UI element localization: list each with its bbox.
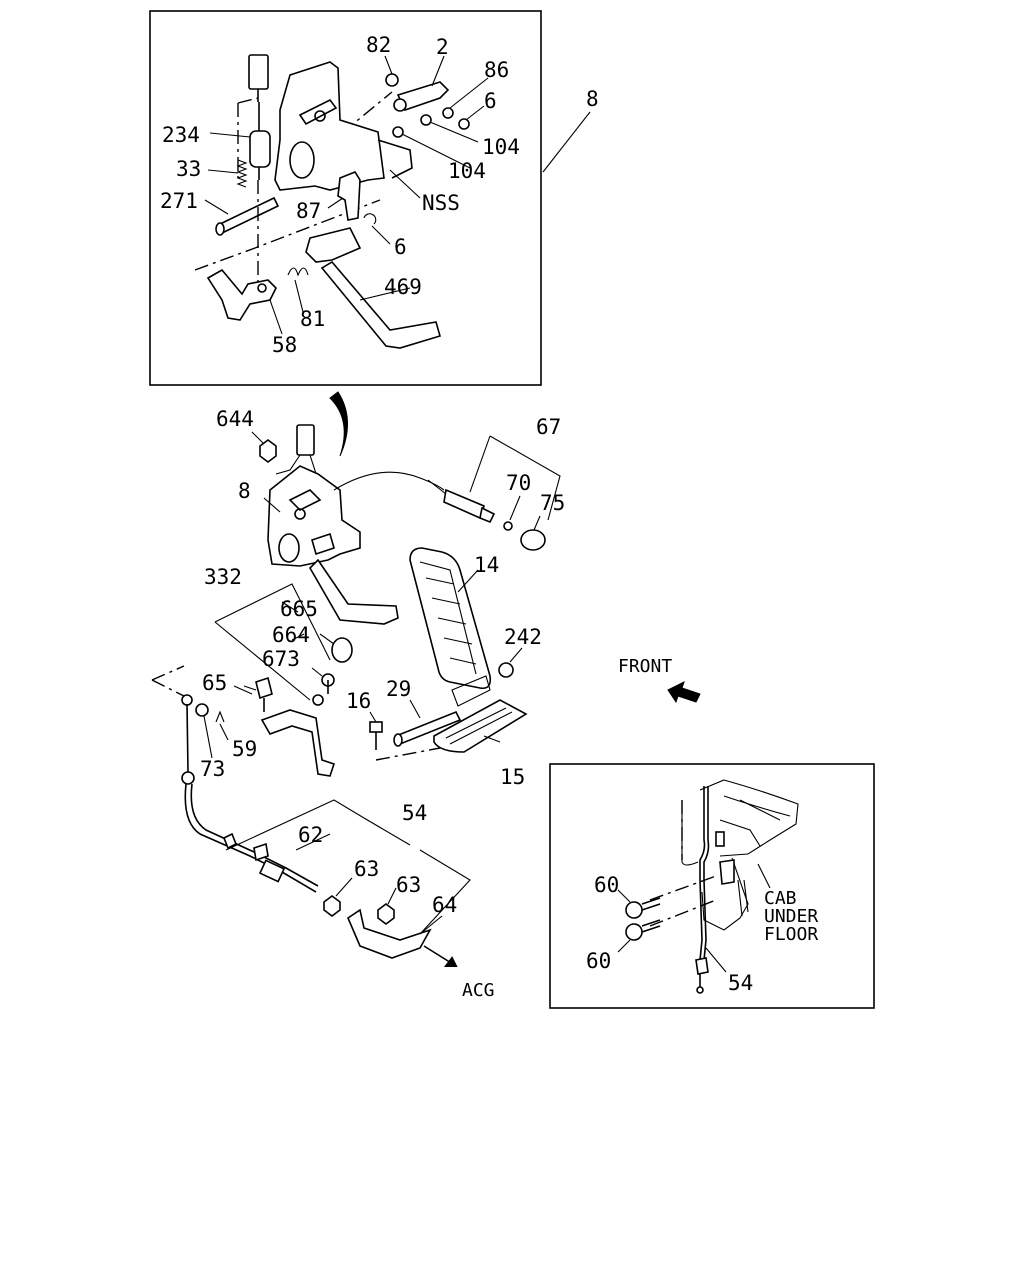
cable-62: [181, 694, 319, 893]
label-59: 59: [232, 737, 257, 761]
leader-lines-main: [233, 685, 377, 723]
cable-actuator-67: [427, 479, 546, 551]
cab-under-floor-inset: [549, 763, 875, 1009]
label-6-b: 6: [394, 235, 407, 259]
part-labels-inset: 60 60 54 CAB UNDER FLOOR: [586, 873, 818, 995]
connector-plug: [248, 54, 269, 102]
label-82: 82: [366, 33, 391, 57]
clip-59: [215, 710, 225, 723]
nut-644: [259, 439, 277, 463]
label-54: 54: [402, 801, 427, 825]
label-81: 81: [300, 307, 325, 331]
part-labels-main: 644 8 67 70 75 14 332 665 664 673 242 65…: [200, 407, 565, 917]
washer-73: [195, 703, 209, 717]
label-665: 665: [280, 597, 318, 621]
label-104-a: 104: [482, 135, 520, 159]
label-271: 271: [160, 189, 198, 213]
label-nss: NSS: [422, 191, 460, 215]
label-15: 15: [500, 765, 525, 789]
label-332: 332: [204, 565, 242, 589]
note-floor: FLOOR: [764, 924, 818, 945]
label-8: 8: [238, 479, 251, 503]
nut-63: [323, 895, 341, 917]
pin-271: [215, 196, 280, 236]
spring-33: [236, 159, 248, 188]
pedal-bracket-detail-box: [149, 10, 542, 386]
leader-lines-top: [204, 55, 489, 335]
label-242: 242: [504, 625, 542, 649]
label-644: 644: [216, 407, 254, 431]
label-60-upper: 60: [594, 873, 619, 897]
front-label: FRONT: [618, 656, 672, 677]
label-8-assembly: 8: [586, 87, 599, 111]
label-664: 664: [272, 623, 310, 647]
pedal-arm-469: [305, 227, 441, 349]
curved-arrow: [329, 391, 349, 457]
spring-81: [287, 267, 309, 277]
label-62: 62: [298, 823, 323, 847]
label-63-b: 63: [396, 873, 421, 897]
label-29: 29: [386, 677, 411, 701]
note-cab: CAB: [764, 888, 797, 909]
label-673: 673: [262, 647, 300, 671]
label-64: 64: [432, 893, 457, 917]
bracket-65: [243, 676, 273, 712]
clip-6: [363, 213, 377, 225]
acg-arrow-icon: [444, 956, 458, 967]
pedal-bracket-assembly-8: [267, 465, 399, 625]
label-58: 58: [272, 333, 297, 357]
plate-64: [347, 908, 432, 959]
front-arrow-icon: [667, 681, 701, 704]
switch-234: [249, 102, 271, 180]
arm-2: [385, 73, 470, 138]
label-16: 16: [346, 689, 371, 713]
label-70: 70: [506, 471, 531, 495]
label-75: 75: [540, 491, 565, 515]
bolt-60-upper: [625, 897, 661, 919]
label-65: 65: [202, 671, 227, 695]
main-assembly: [151, 391, 561, 967]
nut-63-b: [377, 903, 395, 925]
label-104-b: 104: [448, 159, 486, 183]
pedal-pad-14: [409, 547, 492, 690]
note-under: UNDER: [764, 906, 818, 927]
label-469: 469: [384, 275, 422, 299]
label-67: 67: [536, 415, 561, 439]
label-87: 87: [296, 199, 321, 223]
stopper-664: [331, 637, 353, 663]
bolt-60-lower: [625, 919, 661, 941]
label-234: 234: [162, 123, 200, 147]
label-63-a: 63: [354, 857, 379, 881]
floor-pad-15: [433, 675, 528, 753]
bracket-87: [337, 171, 361, 221]
screw-16: [369, 721, 383, 750]
label-33: 33: [176, 157, 201, 181]
label-86: 86: [484, 58, 509, 82]
label-73: 73: [200, 757, 225, 781]
label-54-inset: 54: [728, 971, 753, 995]
label-14: 14: [474, 553, 499, 577]
label-60-lower: 60: [586, 949, 611, 973]
label-2: 2: [436, 35, 449, 59]
acg-label: ACG: [462, 980, 495, 1001]
bracket-58: [206, 268, 277, 321]
label-6-a: 6: [484, 89, 497, 113]
part-labels-top: 82 2 86 6 104 104 NSS 234 33 271 87 6 46…: [160, 33, 520, 357]
nut-242: [498, 662, 514, 678]
